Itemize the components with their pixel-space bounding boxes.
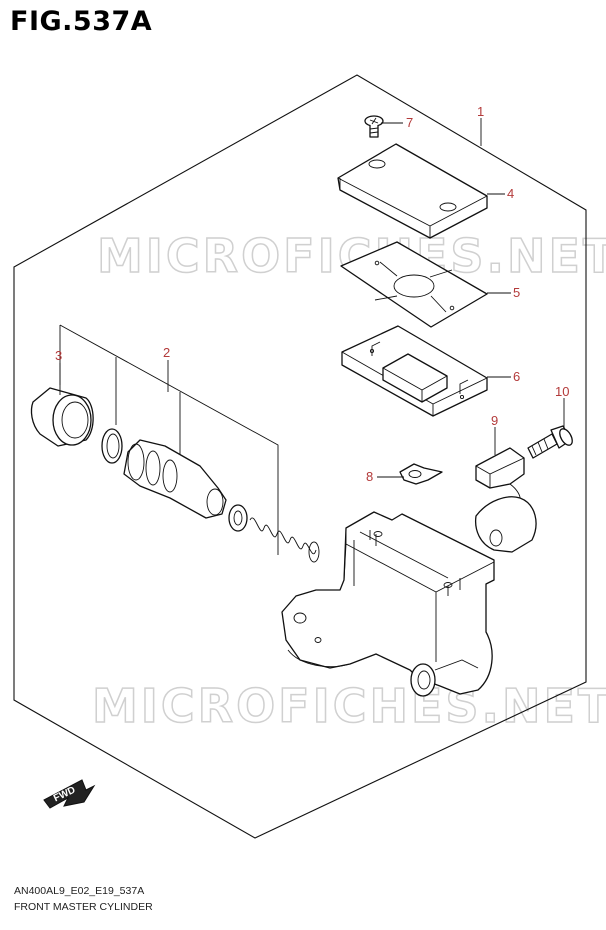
callout-8: 8	[366, 469, 373, 484]
callout-6: 6	[513, 369, 520, 384]
callout-1: 1	[477, 104, 484, 119]
diagram-code: AN400AL9_E02_E19_537A	[14, 885, 145, 897]
callout-4: 4	[507, 186, 514, 201]
part-boot[interactable]	[30, 387, 94, 447]
part-piston-cup[interactable]	[228, 504, 248, 532]
part-piston[interactable]	[123, 439, 227, 519]
callout-3: 3	[55, 348, 62, 363]
part-diaphragm-plate[interactable]	[340, 241, 488, 328]
part-circlip[interactable]	[101, 428, 123, 464]
diagram-caption: FRONT MASTER CYLINDER	[14, 901, 153, 913]
part-spring[interactable]	[249, 517, 320, 563]
forward-arrow-icon: FWD	[43, 779, 96, 809]
figure-title: FIG.537A	[10, 6, 153, 37]
callout-7: 7	[406, 115, 413, 130]
part-clamp[interactable]	[474, 447, 537, 553]
part-master-cylinder[interactable]	[281, 511, 495, 697]
part-screw[interactable]	[364, 115, 384, 138]
part-clip[interactable]	[399, 463, 443, 485]
watermark-top: MICROFICHES.NET	[97, 229, 606, 283]
callout-10: 10	[555, 384, 569, 399]
callout-5: 5	[513, 285, 520, 300]
part-bolt[interactable]	[527, 425, 575, 459]
watermark-bottom: MICROFICHES.NET	[92, 679, 606, 733]
assembly-boundary	[13, 74, 587, 839]
callout-leaders	[59, 118, 565, 478]
callout-2: 2	[163, 345, 170, 360]
callout-9: 9	[491, 413, 498, 428]
part-reservoir-cap[interactable]	[337, 143, 488, 239]
part-diaphragm[interactable]	[341, 325, 488, 417]
